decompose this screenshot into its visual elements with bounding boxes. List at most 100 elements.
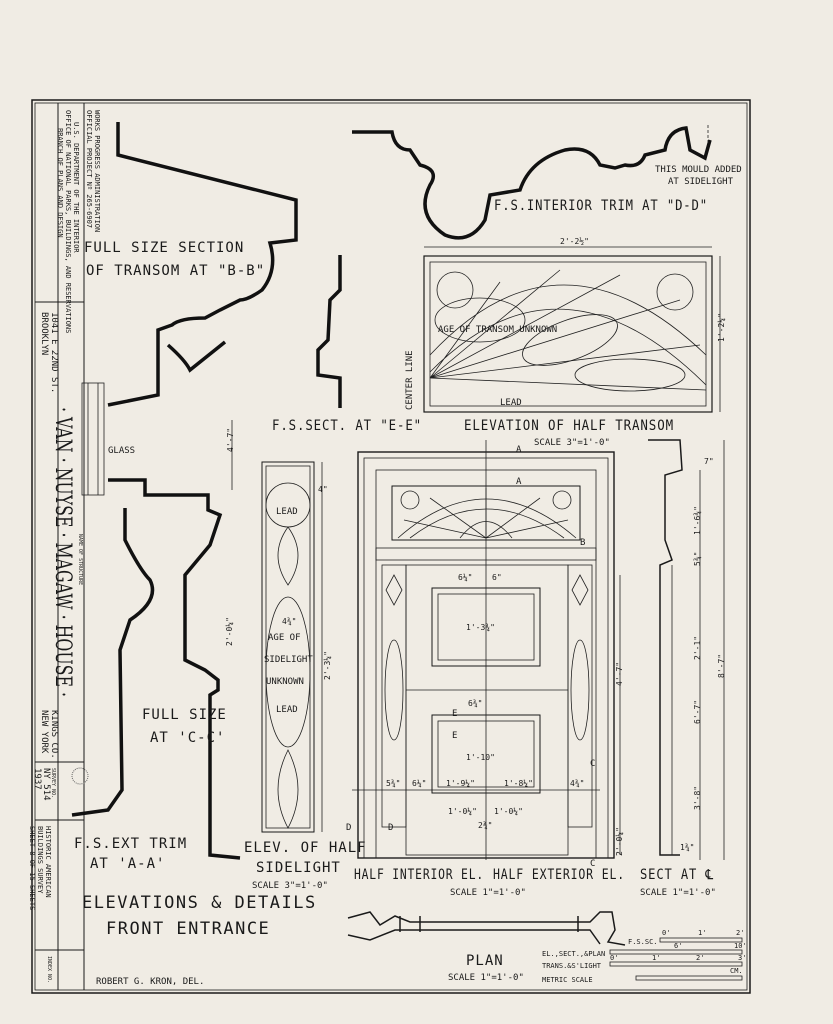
sidelight-lead-label: LEAD xyxy=(276,705,298,715)
survey-no: NY 514 xyxy=(41,768,51,801)
section-dim: 5¾" xyxy=(693,552,702,566)
address: 1041 E 22ND ST. xyxy=(49,312,59,393)
mould-note: THIS MOULD ADDED xyxy=(655,165,742,175)
door-dim: 6¾" xyxy=(468,699,482,708)
office-line: OFFICE OF NATIONAL PARKS, BUILDINGS, AND… xyxy=(64,110,72,333)
section-dim: 1¾" xyxy=(680,843,694,852)
door-dim: 1'-0¼" xyxy=(448,807,477,816)
interior-trim-profile xyxy=(352,126,712,240)
ext-trim-title: AT 'A-A' xyxy=(90,856,165,872)
section-dim: 6'-7" xyxy=(693,700,702,724)
plan-scale: SCALE 1"=1'-0" xyxy=(448,973,524,983)
index-label: INDEX NO. xyxy=(46,956,52,983)
lead-label: LEAD xyxy=(500,398,522,408)
section-marker-c: C xyxy=(590,859,595,869)
section-at-centerline xyxy=(648,439,725,860)
half-transom-title: ELEVATION OF HALF TRANSOM xyxy=(464,418,674,434)
scale-tick: 0' xyxy=(610,954,618,962)
fs-scale-label: F.S.SC. xyxy=(628,938,658,946)
door-dim: 4¾" xyxy=(570,779,584,788)
sect-cl-scale: SCALE 1"=1'-0" xyxy=(640,888,716,898)
sidelight-age-note: SIDELIGHT xyxy=(264,655,313,665)
branch-line: BRANCH OF PLANS AND DESIGN xyxy=(56,128,64,238)
trans-scale-label: TRANS.&S'LIGHT xyxy=(542,962,602,970)
scale-tick: 6' xyxy=(674,942,682,950)
door-elevation xyxy=(352,440,621,860)
transom-section-title: OF TRANSOM AT "B-B" xyxy=(86,263,265,279)
transom-width-dim: 2'-2½" xyxy=(560,236,589,246)
plan-profile xyxy=(347,911,626,946)
seal xyxy=(71,767,89,785)
scale-tick: 2' xyxy=(736,929,744,937)
sidelight-lead-label: LEAD xyxy=(276,507,298,517)
scale-tick: 3' xyxy=(738,954,746,962)
section-marker-a: A xyxy=(516,445,522,455)
door-dim: 2'-0¼" xyxy=(615,827,624,856)
half-interior-title: HALF INTERIOR EL. xyxy=(354,867,484,883)
section-dim: 3'-8" xyxy=(693,786,702,810)
interior-trim-title: F.S.INTERIOR TRIM AT "D-D" xyxy=(494,198,708,214)
sidelight-age-note: UNKNOWN xyxy=(266,677,304,687)
trim-height-dim: 4'-7" xyxy=(226,428,235,452)
sidelight-title: ELEV. OF HALF xyxy=(244,840,367,856)
center-line-label: CENTER LINE xyxy=(405,350,415,410)
scale-tick: 2' xyxy=(696,954,704,962)
section-marker-d: D xyxy=(388,823,393,833)
section-marker-e: E xyxy=(452,709,457,719)
outer-border xyxy=(31,99,751,994)
cc-section-title: AT 'C-C' xyxy=(150,730,225,746)
sheet-title: ELEVATIONS & DETAILS xyxy=(82,893,317,913)
section-dim: 8'-7" xyxy=(717,654,726,678)
delineator: ROBERT G. KRON, DEL. xyxy=(96,977,204,987)
city: BROOKLYN xyxy=(39,312,49,355)
door-dim: 1'-9¼" xyxy=(446,779,475,788)
transom-age-note: AGE OF TRANSOM UNKNOWN xyxy=(438,325,557,335)
structure-name: · VAN · NUYSE · MAGAW · HOUSE · xyxy=(50,407,75,697)
sidelight-title: SIDELIGHT xyxy=(256,860,341,876)
glass-label: GLASS xyxy=(108,446,135,456)
door-dim: 6¼" xyxy=(458,573,472,582)
ee-section-title: F.S.SECT. AT "E-E" xyxy=(272,418,422,434)
graphic-scales: F.S.SC. 0' 1' 2' EL.,SECT.,&PLAN 6' 10' … xyxy=(542,929,747,984)
sheet-subtitle: FRONT ENTRANCE xyxy=(106,919,270,939)
cc-height-dim: 2'-0¼" xyxy=(225,617,234,646)
el-scale-label: EL.,SECT.,&PLAN xyxy=(542,950,605,958)
section-dim: 2'-1" xyxy=(693,636,702,660)
door-dim: 1'-3¾" xyxy=(466,623,495,632)
door-dim: 2¾" xyxy=(478,821,492,830)
door-dim: 1'-8¼" xyxy=(504,779,533,788)
section-marker-b: B xyxy=(580,538,585,548)
section-marker-c: C xyxy=(590,759,595,769)
scale-tick: 1' xyxy=(698,929,706,937)
inner-border xyxy=(34,102,748,991)
sheet-number: SHEET 8 OF 15 SHEETS xyxy=(28,826,36,910)
ee-section-profile xyxy=(316,255,342,408)
sidelight-height-dim: 2'-3¼" xyxy=(323,651,332,680)
sect-cl-title: SECT AT ℄ xyxy=(640,867,714,883)
door-dim: 4'-7" xyxy=(615,662,624,686)
state: NEW YORK xyxy=(39,710,49,754)
section-marker-a: A xyxy=(516,477,522,487)
habs-line: HISTORIC AMERICAN xyxy=(44,826,52,898)
door-dim: 6¼" xyxy=(412,779,426,788)
section-dim: 7" xyxy=(704,457,714,466)
half-transom-scale: SCALE 3"=1'-0" xyxy=(534,438,610,448)
scale-tick: 1' xyxy=(652,954,660,962)
metric-scale-label: METRIC SCALE xyxy=(542,976,593,984)
section-marker-d: D xyxy=(346,823,351,833)
year: 1937 xyxy=(32,768,42,790)
half-sidelight-elevation xyxy=(261,461,323,833)
project-number: OFFICIAL PROJECT Nº 265-6907 xyxy=(85,110,93,228)
sidelight-dim: 4" xyxy=(318,485,328,494)
scale-tick: 10' xyxy=(734,942,747,950)
transom-section-title: FULL SIZE SECTION xyxy=(84,240,244,256)
sidelight-scale: SCALE 3"=1'-0" xyxy=(252,881,328,891)
habs-line: BUILDINGS SURVEY xyxy=(36,826,44,894)
mould-note: AT SIDELIGHT xyxy=(668,177,734,187)
half-transom-elevation: 2'-2½" 1'-2¼" xyxy=(423,236,726,413)
half-exterior-title: HALF EXTERIOR EL. xyxy=(493,867,625,883)
elevation-scale: SCALE 1"=1'-0" xyxy=(450,888,526,898)
cc-section-title: FULL SIZE xyxy=(142,707,227,723)
plan-title: PLAN xyxy=(466,953,504,969)
